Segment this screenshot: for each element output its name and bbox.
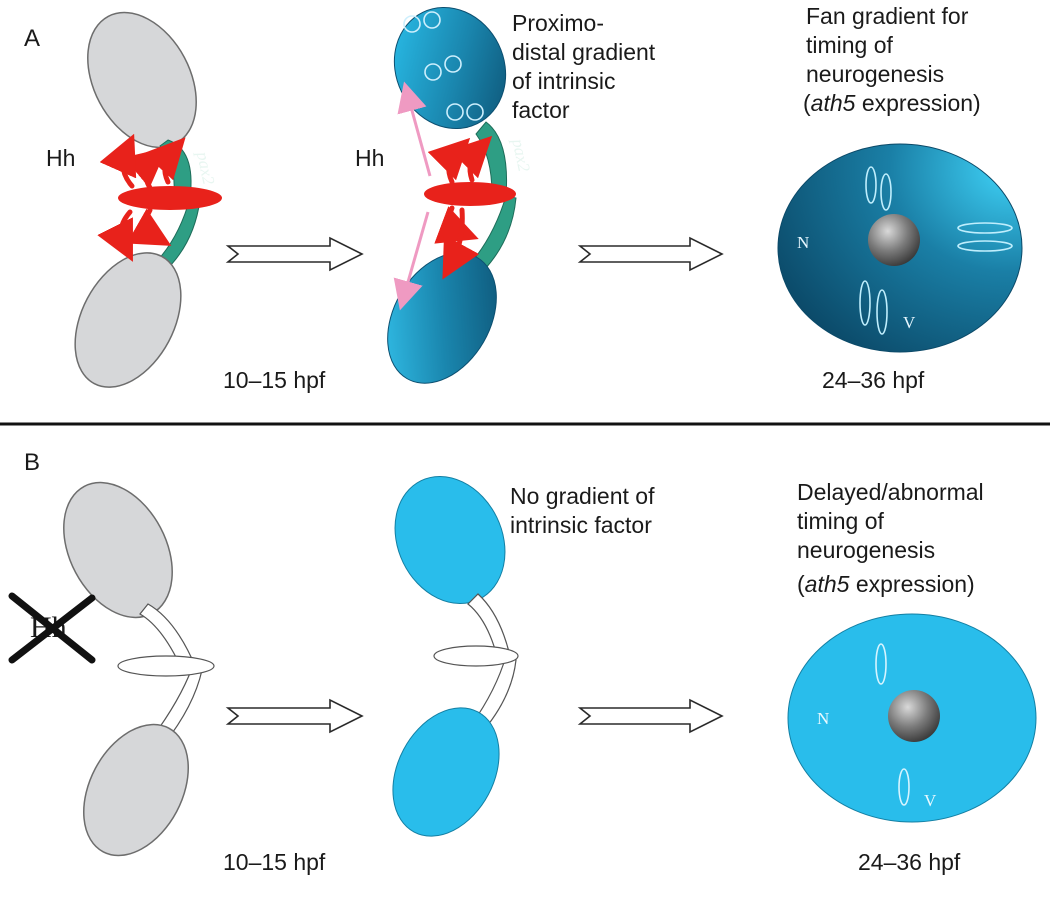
upper-vesicle-uniform: [394, 475, 506, 605]
neurogenesis-marks: [859, 166, 1013, 335]
fan-gradient-caption: Fan gradient for timing of neurogenesis …: [803, 3, 981, 116]
upper-optic-vesicle-grey: [87, 11, 197, 149]
panel-b-middle-uniform-diagram: No gradient of intrinsic factor: [392, 475, 661, 837]
lower-vesicle-uniform: [392, 707, 500, 837]
panel-b-letter: B: [24, 449, 40, 476]
midline-no-hh: [117, 655, 215, 677]
progression-arrow: [577, 236, 724, 272]
pax2-label-left: pax2: [193, 149, 219, 187]
nasal-label: N: [817, 709, 829, 728]
panel-b-eye-uniform: N V Delayed/abnormal timing of neurogene…: [787, 479, 1037, 823]
progression-arrow: [577, 698, 724, 734]
panel-a-left-optic-vesicle-diagram: pax2 Hh: [46, 11, 222, 388]
panel-b: B Hh No gradient of intrinsic f: [8, 449, 1037, 875]
panel-b-left-optic-vesicle-diagram: Hh: [8, 481, 215, 857]
hh-label: Hh: [355, 145, 384, 171]
lens: [868, 214, 920, 266]
hh-signal-arrows: [427, 135, 493, 280]
lower-optic-vesicle-grey: [74, 252, 182, 388]
panel-a-letter: A: [24, 25, 40, 52]
panel-a-eye-fan-gradient: N V Fan gradient for timing of neurogene…: [777, 3, 1023, 353]
hh-label: Hh: [46, 145, 75, 171]
delayed-timing-caption: Delayed/abnormal timing of neurogenesis …: [797, 479, 990, 597]
no-gradient-caption: No gradient of intrinsic factor: [510, 483, 661, 538]
time-label-late: 24–36 hpf: [822, 367, 925, 393]
panel-a-middle-gradient-diagram: pax2 Hh Proximo- distal gradient of intr…: [355, 6, 662, 384]
hh-signal-arrows: [97, 133, 186, 262]
progression-arrow: [225, 698, 364, 734]
ventral-label: V: [924, 791, 937, 810]
lens: [888, 690, 940, 742]
hh-midline-source: [424, 182, 516, 206]
ventral-label: V: [903, 313, 916, 332]
pax2-label-mid: pax2: [508, 136, 534, 174]
time-label-early: 10–15 hpf: [223, 849, 326, 875]
neurogenesis-marks: [875, 643, 910, 806]
nasal-label: N: [797, 233, 809, 252]
upper-vesicle-markers: [403, 11, 484, 121]
proximodistal-arrow-down: [393, 211, 430, 311]
cross-out-icon: [8, 592, 96, 664]
time-label-early: 10–15 hpf: [223, 367, 326, 393]
hh-midline-source: [118, 186, 222, 210]
progression-arrow: [225, 236, 364, 272]
midline-no-hh: [433, 645, 519, 667]
lower-optic-vesicle-grey: [83, 723, 189, 857]
time-label-late: 24–36 hpf: [858, 849, 961, 875]
upper-vesicle-gradient: [393, 6, 507, 130]
gradient-caption: Proximo- distal gradient of intrinsic fa…: [512, 10, 662, 123]
proximodistal-arrow-up: [397, 81, 432, 177]
panel-a: A pax2 Hh: [24, 3, 1023, 393]
lower-vesicle-gradient: [387, 252, 497, 384]
